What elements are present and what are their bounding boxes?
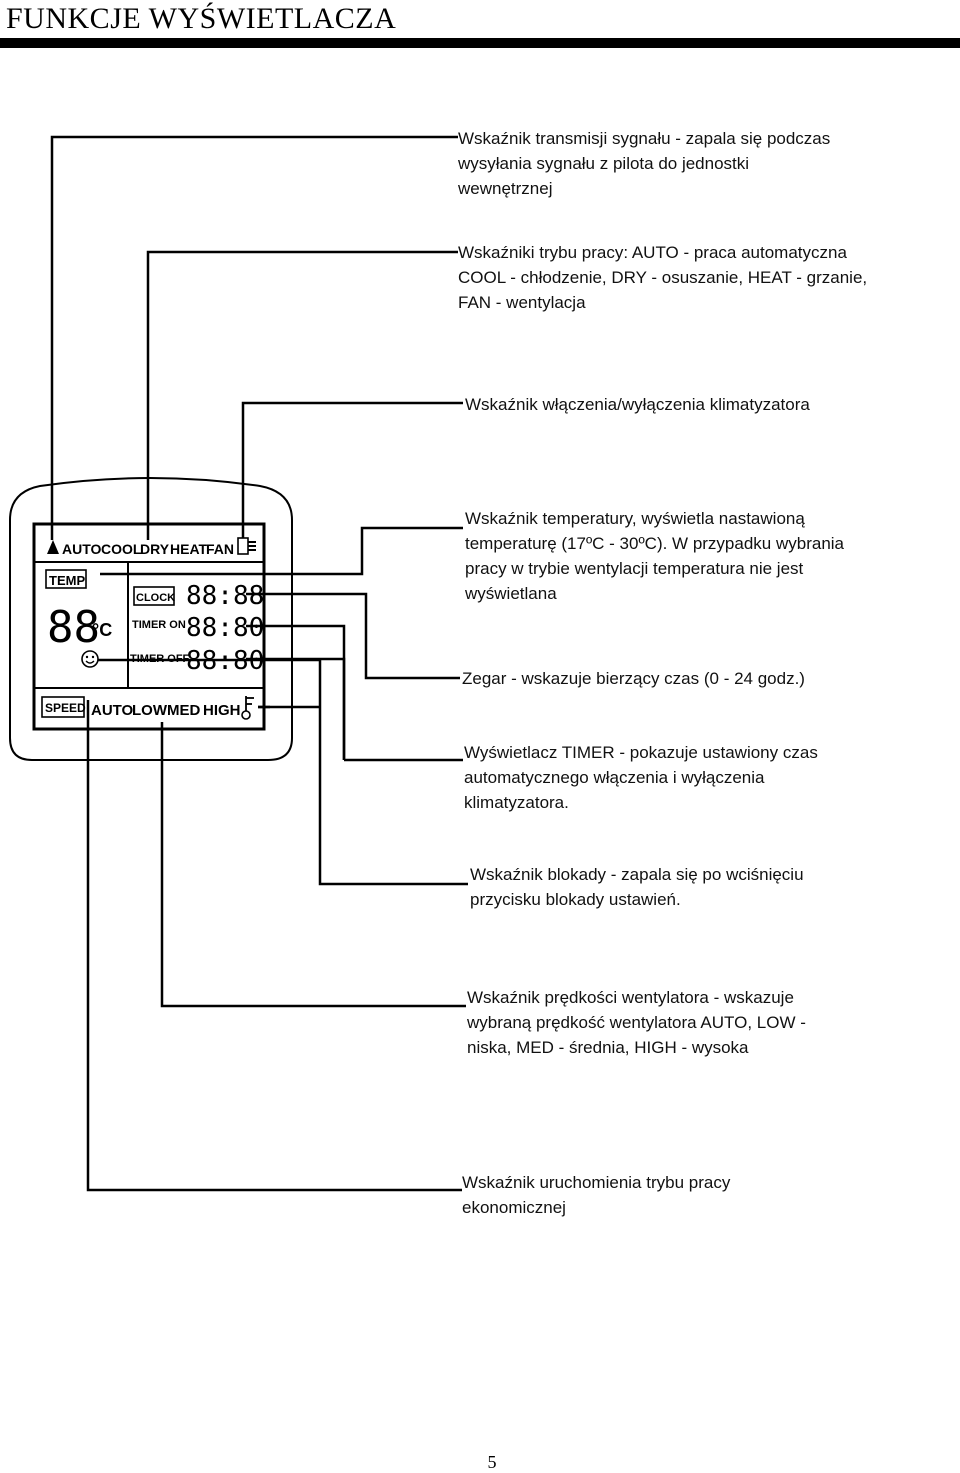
annotation-clock: Zegar - wskazuje bierzący czas (0 - 24 g… — [462, 666, 805, 691]
annotation-timer: Wyświetlacz TIMER - pokazuje ustawiony c… — [464, 740, 818, 815]
timer-on-value: 88:80 — [186, 613, 264, 643]
title-rule — [0, 38, 960, 48]
annotation-temperature: Wskaźnik temperatury, wyświetla nastawio… — [465, 506, 844, 606]
annotation-line: FAN - wentylacja — [458, 293, 586, 312]
mode-label-heat: HEAT — [170, 541, 208, 557]
leader-line-economy — [86, 700, 462, 1192]
mode-label-dry: DRY — [140, 541, 170, 557]
annotation-economy: Wskaźnik uruchomienia trybu pracy ekonom… — [462, 1170, 730, 1220]
speed-level-med: MED — [167, 702, 201, 719]
annotation-line: Wyświetlacz TIMER - pokazuje ustawiony c… — [464, 743, 818, 762]
annotation-line: niska, MED - średnia, HIGH - wysoka — [467, 1038, 749, 1057]
annotation-line: pracy w trybie wentylacji temperatura ni… — [465, 559, 804, 578]
annotation-line: przycisku blokady ustawień. — [470, 890, 681, 909]
page-title: FUNKCJE WYŚWIETLACZA — [6, 2, 397, 35]
speed-level-low: LOW — [132, 702, 168, 719]
annotation-line: wyświetlana — [465, 584, 557, 603]
annotation-signal: Wskaźnik transmisji sygnału - zapala się… — [458, 126, 830, 201]
annotation-line: wybraną prędkość wentylatora AUTO, LOW - — [467, 1013, 806, 1032]
mode-label-auto: AUTO — [62, 541, 102, 557]
annotation-line: Wskaźniki trybu pracy: AUTO - praca auto… — [458, 243, 847, 262]
temp-label-box — [45, 569, 87, 589]
leader-line-lock — [98, 658, 468, 886]
economy-mode-icon — [241, 696, 254, 720]
lcd-screen — [32, 522, 266, 731]
annotation-fan-speed: Wskaźnik prędkości wentylatora - wskazuj… — [467, 985, 806, 1060]
speed-label: SPEED — [45, 701, 86, 715]
annotation-line: wysyłania sygnału z pilota do jednostki — [458, 154, 750, 173]
leader-line-power — [241, 401, 463, 538]
leader-line-temperature — [100, 526, 463, 576]
speed-level-high: HIGH — [203, 702, 241, 719]
annotation-line: COOL - chłodzenie, DRY - osuszanie, HEAT… — [458, 268, 868, 287]
leader-line-clock — [246, 592, 460, 680]
mode-label-fan: FAN — [206, 541, 234, 557]
leader-line-mode — [146, 250, 458, 540]
annotation-line: Wskaźnik włączenia/wyłączenia klimatyzat… — [465, 395, 810, 414]
annotation-line: temperaturę (17ºC - 30ºC). W przypadku w… — [465, 534, 845, 553]
speed-level-auto: AUTO — [91, 702, 134, 719]
annotation-line: wewnętrznej — [458, 179, 553, 198]
clock-value: 88:88 — [186, 581, 264, 611]
clock-label: CLOCK — [136, 592, 175, 604]
annotation-line: Wskaźnik transmisji sygnału - zapala się… — [458, 129, 831, 148]
leader-line-fan-speed — [160, 722, 466, 1008]
annotation-line: Wskaźnik blokady - zapala się po wciśnię… — [470, 865, 804, 884]
annotation-line: ekonomicznej — [462, 1198, 566, 1217]
leader-lines — [50, 135, 468, 1192]
annotation-line: Wskaźnik uruchomienia trybu pracy — [462, 1173, 731, 1192]
annotation-lock: Wskaźnik blokady - zapala się po wciśnię… — [470, 862, 804, 912]
speed-label-box — [41, 696, 85, 718]
clock-label-box — [133, 586, 175, 606]
mode-label-cool: COOL — [101, 541, 142, 557]
annotation-line: Zegar - wskazuje bierzący czas (0 - 24 g… — [462, 669, 805, 688]
annotation-mode: Wskaźniki trybu pracy: AUTO - praca auto… — [458, 240, 867, 315]
annotation-line: automatycznego włączenia i wyłączenia — [464, 768, 765, 787]
leader-line-signal — [50, 135, 458, 540]
timer-on-label: TIMER ON — [132, 619, 186, 631]
temp-value: 88 — [47, 602, 100, 653]
temp-unit: °C — [92, 620, 112, 640]
annotation-line: Wskaźnik temperatury, wyświetla nastawio… — [465, 509, 805, 528]
annotation-power: Wskaźnik włączenia/wyłączenia klimatyzat… — [465, 392, 810, 417]
annotation-line: Wskaźnik prędkości wentylatora - wskazuj… — [467, 988, 794, 1007]
annotation-line: klimatyzatora. — [464, 793, 569, 812]
page-number: 5 — [487, 1452, 497, 1472]
temp-label: TEMP — [49, 573, 85, 588]
signal-triangle-icon — [47, 540, 59, 554]
